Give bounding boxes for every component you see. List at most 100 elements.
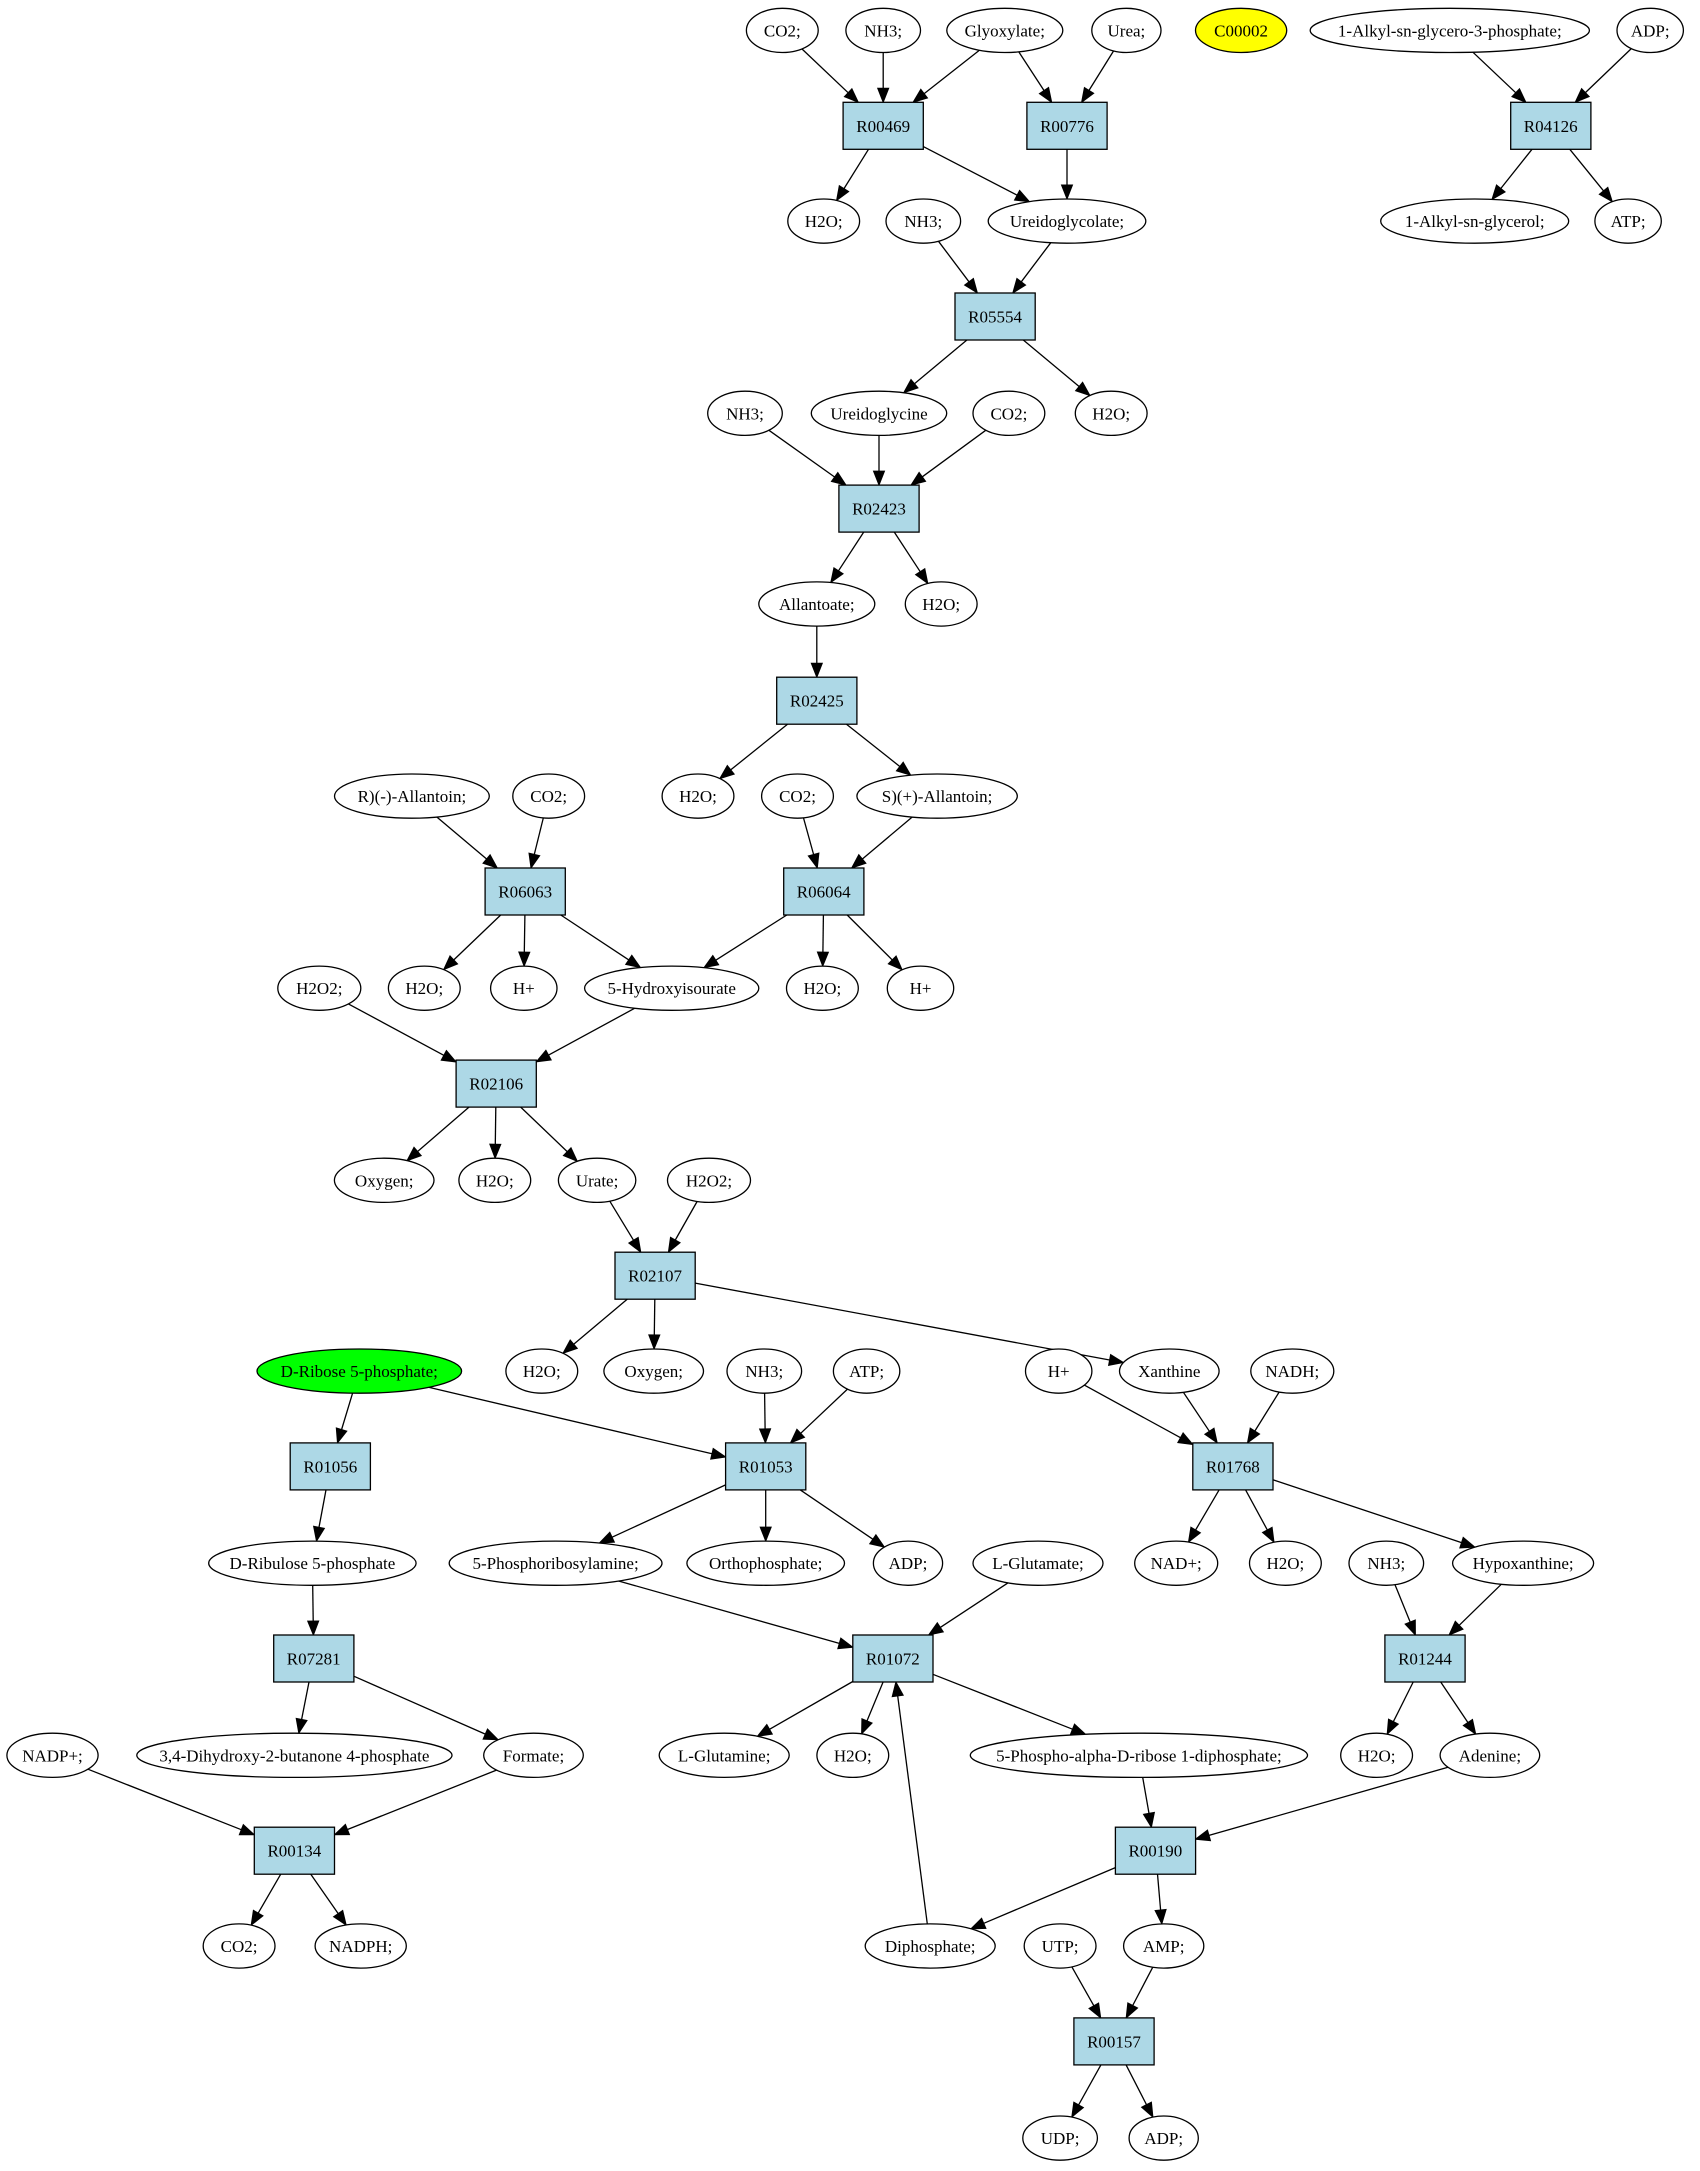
compound-node-s-allantoin[interactable]: S)(+)-Allantoin; (856, 773, 1018, 819)
compound-node-h2o[interactable]: H2O; (1074, 390, 1148, 437)
compound-node-co2[interactable]: CO2; (760, 773, 835, 819)
compound-node-diphosphate[interactable]: Diphosphate; (864, 1923, 996, 1969)
compound-node-nh3[interactable]: NH3; (707, 390, 783, 437)
compound-node-h2o[interactable]: H2O; (387, 965, 461, 1011)
compound-node-utp[interactable]: UTP; (1023, 1923, 1097, 1969)
compound-node-oxygen[interactable]: Oxygen; (333, 1157, 435, 1204)
compound-node-nh3[interactable]: NH3; (885, 198, 962, 244)
reaction-node-r00469[interactable]: R00469 (842, 101, 924, 150)
compound-ellipse (946, 7, 1064, 54)
compound-node-xanthine[interactable]: Xanthine (1118, 1348, 1220, 1394)
compound-node-h2o[interactable]: H2O; (816, 1732, 890, 1779)
edge-R02106-to-urate (520, 1106, 579, 1163)
reaction-node-r00157[interactable]: R00157 (1073, 2017, 1155, 2066)
compound-node-adp[interactable]: ADP; (872, 1540, 944, 1586)
node-label: NADPH; (329, 1937, 392, 1956)
reaction-node-r00190[interactable]: R00190 (1114, 1826, 1197, 1875)
compound-node-h2o2[interactable]: H2O2; (666, 1157, 752, 1204)
compound-node-co2[interactable]: CO2; (972, 390, 1046, 437)
compound-node-r-allantoin[interactable]: R)(-)-Allantoin; (333, 773, 490, 819)
compound-node-h2o2[interactable]: H2O2; (277, 965, 362, 1011)
compound-node-nh3[interactable]: NH3; (845, 7, 922, 54)
reaction-node-r00134[interactable]: R00134 (253, 1826, 336, 1875)
compound-node-d-ribulose-5-phosphate[interactable]: D-Ribulose 5-phosphate (208, 1540, 417, 1586)
reaction-node-r01056[interactable]: R01056 (289, 1442, 372, 1491)
compound-ellipse (489, 965, 558, 1011)
reaction-node-r02425[interactable]: R02425 (776, 676, 858, 725)
compound-node-h[interactable]: H+ (1024, 1348, 1093, 1394)
compound-node-ureidoglycolate[interactable]: Ureidoglycolate; (987, 198, 1147, 244)
compound-node-h2o[interactable]: H2O; (505, 1348, 579, 1394)
compound-node-3-4-dihydroxy-2-butanone-4-phosphate[interactable]: 3,4-Dihydroxy-2-butanone 4-phosphate (136, 1732, 453, 1779)
compound-ellipse (726, 1348, 803, 1394)
compound-node-nadph[interactable]: NADPH; (314, 1923, 407, 1969)
reaction-node-r06064[interactable]: R06064 (783, 867, 865, 916)
compound-node-5-phospho-alpha-d-ribose-1-diphosphate[interactable]: 5-Phospho-alpha-D-ribose 1-diphosphate; (969, 1732, 1309, 1779)
edge-arrowhead (816, 951, 830, 968)
compound-node-udp[interactable]: UDP; (1022, 2115, 1099, 2161)
compound-node-formate[interactable]: Formate; (483, 1732, 584, 1779)
compound-node-nadh[interactable]: NADH; (1250, 1348, 1335, 1394)
compound-node-d-ribose-5-phosphate[interactable]: D-Ribose 5-phosphate; (256, 1348, 463, 1394)
edge-r_allantoin-to-r06063 (436, 816, 499, 869)
compound-node-h2o[interactable]: H2O; (1340, 1732, 1414, 1779)
compound-node-5-hydroxyisourate[interactable]: 5-Hydroxyisourate (583, 965, 760, 1011)
reaction-node-r02107[interactable]: R02107 (614, 1251, 696, 1300)
compound-node-oxygen[interactable]: Oxygen; (603, 1348, 705, 1394)
compound-node-h2o[interactable]: H2O; (785, 965, 859, 1011)
compound-node-atp[interactable]: ATP; (832, 1348, 901, 1394)
reaction-node-r06063[interactable]: R06063 (484, 867, 566, 916)
compound-node-allantoate[interactable]: Allantoate; (758, 581, 876, 627)
compound-node-ureidoglycine[interactable]: Ureidoglycine (810, 390, 948, 437)
reaction-node-r01768[interactable]: R01768 (1192, 1442, 1274, 1491)
reaction-node-r01053[interactable]: R01053 (724, 1442, 807, 1491)
compound-ellipse (314, 1923, 407, 1969)
reaction-node-r02423[interactable]: R02423 (838, 484, 920, 533)
compound-node-adp[interactable]: ADP; (1128, 2115, 1199, 2161)
compound-node-5-phosphoribosylamine[interactable]: 5-Phosphoribosylamine; (448, 1540, 663, 1586)
compound-node-urate[interactable]: Urate; (557, 1157, 637, 1204)
compound-node-l-glutamine[interactable]: L-Glutamine; (658, 1732, 790, 1779)
compound-ellipse (758, 581, 876, 627)
reaction-node-r05554[interactable]: R05554 (954, 292, 1036, 341)
compound-node-c00002[interactable]: C00002 (1194, 7, 1288, 54)
compound-node-h2o[interactable]: H2O; (458, 1157, 532, 1204)
compound-node-atp[interactable]: ATP; (1594, 198, 1662, 244)
compound-node-orthophosphate[interactable]: Orthophosphate; (686, 1540, 846, 1586)
edge-R01072-to-h2o_10 (861, 1681, 884, 1736)
compound-node-adp[interactable]: ADP; (1616, 7, 1685, 54)
reaction-node-r07281[interactable]: R07281 (273, 1634, 355, 1683)
compound-node-nh3[interactable]: NH3; (1348, 1540, 1425, 1586)
compound-node-h2o[interactable]: H2O; (904, 581, 978, 627)
reaction-node-r04126[interactable]: R04126 (1510, 101, 1592, 150)
compound-node-co2[interactable]: CO2; (745, 7, 819, 54)
compound-node-h[interactable]: H+ (886, 965, 955, 1011)
reaction-node-r00776[interactable]: R00776 (1026, 101, 1108, 150)
compound-node-glyoxylate[interactable]: Glyoxylate; (946, 7, 1064, 54)
compound-node-amp[interactable]: AMP; (1122, 1923, 1205, 1969)
compound-node-co2[interactable]: CO2; (202, 1923, 276, 1969)
compound-node-hypoxanthine[interactable]: Hypoxanthine; (1451, 1540, 1595, 1586)
compound-node-nad[interactable]: NAD+; (1134, 1540, 1219, 1586)
compound-node-h2o[interactable]: H2O; (661, 773, 735, 819)
compound-node-adenine[interactable]: Adenine; (1439, 1732, 1541, 1779)
edge-line (800, 1388, 848, 1434)
compound-node-urea[interactable]: Urea; (1091, 7, 1162, 54)
compound-node-1-alkyl-sn-glycero-3-phosphate[interactable]: 1-Alkyl-sn-glycero-3-phosphate; (1309, 7, 1591, 54)
compound-node-h2o[interactable]: H2O; (1248, 1540, 1322, 1586)
edge-line (1142, 1777, 1150, 1814)
compound-node-h[interactable]: H+ (489, 965, 558, 1011)
edge-R06063-to-hplus_1 (518, 914, 531, 968)
reaction-node-r02106[interactable]: R02106 (455, 1059, 537, 1108)
compound-ellipse (333, 1157, 435, 1204)
edge-line (921, 429, 987, 478)
compound-node-nh3[interactable]: NH3; (726, 1348, 803, 1394)
compound-node-l-glutamate[interactable]: L-Glutamate; (972, 1540, 1104, 1586)
compound-node-nadp[interactable]: NADP+; (6, 1732, 99, 1779)
compound-node-co2[interactable]: CO2; (512, 773, 586, 819)
reaction-node-r01244[interactable]: R01244 (1384, 1634, 1466, 1683)
compound-node-1-alkyl-sn-glycerol[interactable]: 1-Alkyl-sn-glycerol; (1380, 198, 1570, 244)
node-label: ADP; (1631, 21, 1670, 40)
compound-node-h2o[interactable]: H2O; (787, 198, 861, 244)
reaction-node-r01072[interactable]: R01072 (852, 1634, 934, 1683)
